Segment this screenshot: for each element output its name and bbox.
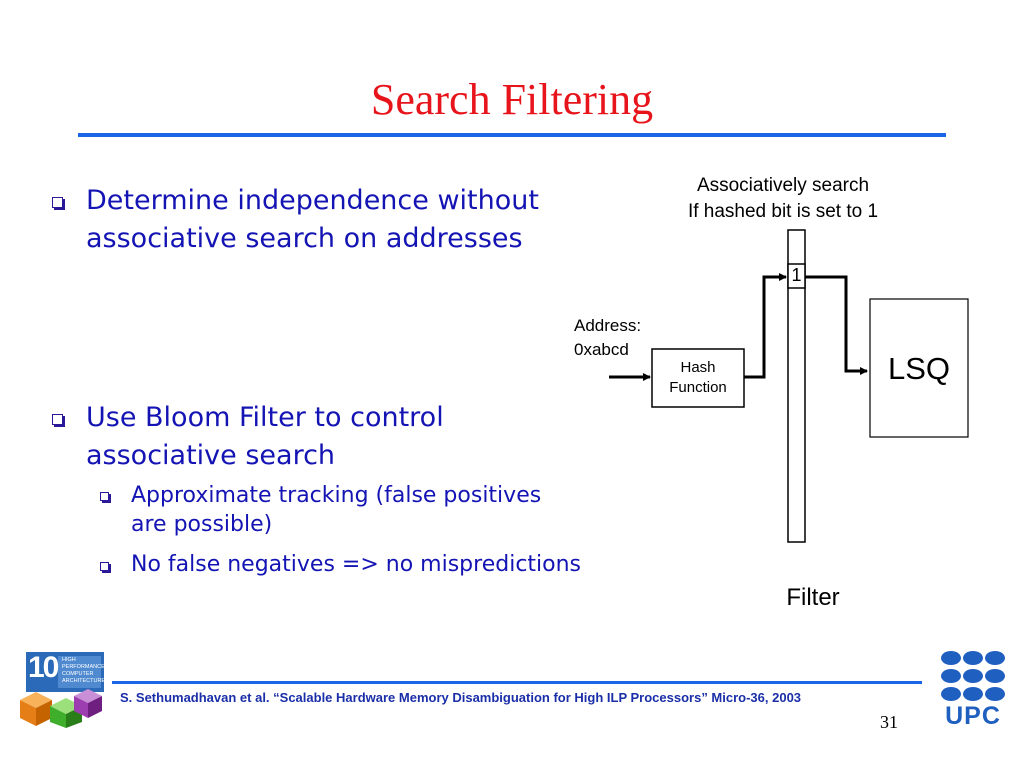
logo-number: 10 [28, 651, 59, 684]
address-label: Address: [574, 316, 642, 335]
upc-label: UPC [945, 702, 1001, 730]
logo-line-4: ARCHITECTURE [62, 678, 106, 684]
slide-title: Search Filtering [370, 75, 654, 124]
address-value: 0xabcd [574, 340, 629, 359]
upc-dots-icon [941, 651, 1005, 701]
diagram-caption-line-2: If hashed bit is set to 1 [687, 201, 879, 222]
lsq-label: LSQ [887, 351, 951, 386]
logo-line-1: HIGH [62, 657, 76, 663]
bullet-1-line-2: associative search on addresses [86, 223, 523, 254]
hpca-10-logo: 10 HIGH PERFORMANCE COMPUTER ARCHITECTUR… [16, 648, 106, 728]
bullet-2-line-1: Use Bloom Filter to control [86, 402, 444, 433]
sub-bullet-2-line-1: No false negatives => no mispredictions [131, 552, 582, 577]
filter-column [787, 229, 806, 543]
upc-logo: UPC [940, 650, 1006, 730]
sub-bullet-square-icon [100, 492, 109, 501]
sub-bullet-1-line-1: Approximate tracking (false positives [131, 483, 542, 508]
hash-to-bit-arrow [744, 273, 787, 379]
sub-bullet-square-icon [100, 562, 109, 571]
bullet-square-icon [52, 197, 63, 208]
bullet-2-line-2: associative search [86, 440, 336, 471]
hash-function-box [651, 348, 745, 408]
title-rule [78, 133, 946, 137]
filter-label: Filter [786, 584, 840, 611]
bit-to-lsq-arrow [805, 275, 868, 375]
logo-line-2: PERFORMANCE [62, 664, 105, 670]
page-number: 31 [880, 712, 898, 732]
filter-bit-value: 1 [791, 265, 802, 285]
hpca-cubes-icon [20, 652, 104, 728]
hash-label-line-1: Hash [680, 359, 716, 376]
sub-bullet-1-line-2: are possible) [131, 512, 273, 537]
diagram-caption-line-1: Associatively search [696, 175, 870, 196]
logo-text: HIGH PERFORMANCE COMPUTER ARCHITECTURE [62, 657, 105, 685]
hash-label-line-2: Function [669, 379, 727, 396]
bullet-square-icon [52, 414, 63, 425]
footer-rule [112, 681, 922, 684]
citation: S. Sethumadhavan et al. “Scalable Hardwa… [120, 690, 802, 705]
logo-line-3: COMPUTER [62, 671, 94, 677]
lsq-box [869, 298, 969, 438]
bullet-1-line-1: Determine independence without [86, 185, 539, 216]
